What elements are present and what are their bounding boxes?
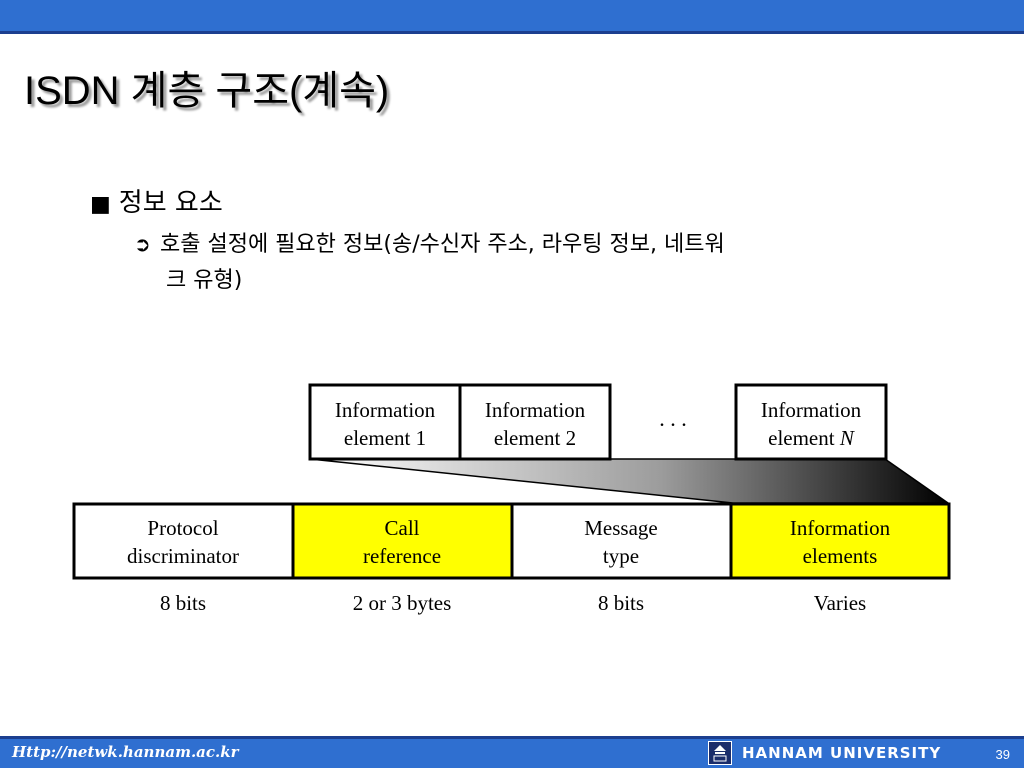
size-info-elements: Varies xyxy=(814,591,866,615)
size-protocol: 8 bits xyxy=(160,591,206,615)
info-element-2-box xyxy=(458,383,612,461)
bullet-level2-line1: 호출 설정에 필요한 정보(송/수신자 주소, 라우팅 정보, 네트워 xyxy=(160,232,725,257)
bullet-level1: ■ 정보 요소 xyxy=(90,182,223,219)
info-element-n-prefix: element xyxy=(768,426,840,450)
bullet-level2: ➲ 호출 설정에 필요한 정보(송/수신자 주소, 라우팅 정보, 네트워 크 유… xyxy=(134,226,934,299)
field-call-ref-line2: reference xyxy=(363,544,441,568)
info-element-n-italic: N xyxy=(839,426,855,450)
info-element-1-line2: element 1 xyxy=(344,426,426,450)
bullet-level1-text: 정보 요소 xyxy=(118,188,223,218)
info-element-n-line2: element N xyxy=(768,426,855,450)
arrow-bullet-icon: ➲ xyxy=(134,232,151,256)
field-info-elements-line1: Information xyxy=(790,516,891,540)
size-msg-type: 8 bits xyxy=(598,591,644,615)
university-name: HANNAM UNIVERSITY xyxy=(742,744,942,762)
expansion-funnel xyxy=(309,458,951,504)
footer-bar: Http://netwk.hannam.ac.kr HANNAM UNIVERS… xyxy=(0,736,1024,768)
info-element-1-line1: Information xyxy=(335,398,436,422)
page-number: 39 xyxy=(995,747,1010,762)
field-call-ref-line1: Call xyxy=(385,516,420,540)
footer-url-link[interactable]: Http://netwk.hannam.ac.kr xyxy=(12,743,239,761)
field-info-elements-box xyxy=(729,502,951,580)
top-banner xyxy=(0,0,1024,34)
field-protocol-line1: Protocol xyxy=(147,516,218,540)
slide-title: ISDN 계층 구조(계속) xyxy=(24,69,390,113)
field-call-ref-box xyxy=(291,502,514,580)
ellipsis-label: . . . xyxy=(659,406,687,431)
square-bullet-icon: ■ xyxy=(90,192,111,217)
info-element-n-box xyxy=(734,383,888,461)
field-protocol-line2: discriminator xyxy=(127,544,239,568)
info-element-2-line2: element 2 xyxy=(494,426,576,450)
field-info-elements-line2: elements xyxy=(803,544,878,568)
field-msg-type-line2: type xyxy=(603,544,639,568)
info-element-2-line1: Information xyxy=(485,398,586,422)
info-element-n-line1: Information xyxy=(761,398,862,422)
info-element-1-box xyxy=(308,383,462,461)
field-msg-type-line1: Message xyxy=(584,516,657,540)
bullet-level2-line2: 크 유형) xyxy=(166,268,243,293)
message-format-diagram: Information element 1 Information elemen… xyxy=(72,383,951,615)
university-logo-icon xyxy=(708,741,732,765)
size-call-ref: 2 or 3 bytes xyxy=(353,591,452,615)
field-msg-type-box xyxy=(510,502,733,580)
